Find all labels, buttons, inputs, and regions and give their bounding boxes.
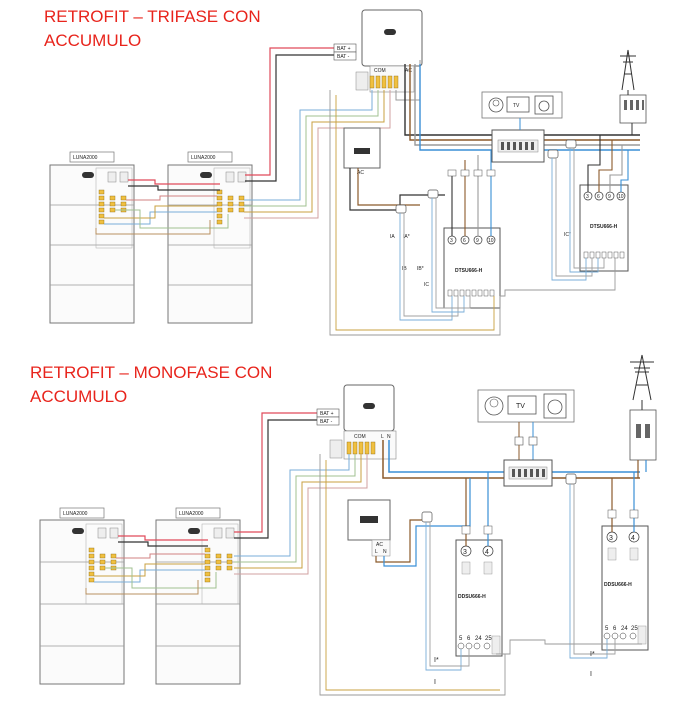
top-ac-label: AC — [405, 68, 412, 74]
bottom-ct-label-2: I — [434, 679, 436, 686]
bottom-ct-label-4: I — [590, 671, 592, 678]
bottom-inverter: COM L N — [329, 384, 397, 460]
bottom-meter-2-b3: 24 — [621, 626, 628, 632]
bottom-meter-1-t3: 3 — [463, 549, 467, 556]
top-meter-2: 3 6 9 10 DTSU666-H — [579, 184, 629, 272]
bottom-battery-2: LUNA2000 — [155, 507, 241, 685]
top-title-line1: RETROFIT – TRIFASE CON — [44, 7, 261, 26]
top-title-line2: ACCUMULO — [44, 31, 142, 50]
bottom-battery-1: LUNA2000 — [39, 507, 125, 685]
bottom-l-label: L — [381, 434, 384, 440]
top-ct-label-3: IB — [402, 266, 407, 272]
bottom-meter-2-b4: 25 — [631, 626, 638, 632]
top-ct-clamps — [395, 139, 577, 214]
top-inverter-ac-label: AC — [357, 170, 364, 176]
bottom-meter-2-b2: 6 — [613, 626, 617, 632]
bottom-meter-1-b2: 6 — [467, 636, 471, 642]
bottom-n-label: N — [387, 434, 391, 440]
bottom-battery-2-label: LUNA2000 — [179, 511, 204, 517]
bottom-loads: TV — [477, 389, 575, 462]
top-meter-1-t2: 6 — [463, 238, 466, 244]
bottom-inverter-l-label: L — [375, 549, 378, 555]
top-ct-label-4: IB* — [417, 266, 424, 272]
top-ct-label-1: IA — [390, 234, 395, 240]
top-meter-2-t1: 3 — [586, 194, 589, 200]
top-ct-label-5: IC — [424, 282, 429, 288]
top-ct-label-6: IC* — [564, 232, 571, 238]
bottom-meter-1-t4: 4 — [485, 549, 489, 556]
bottom-tv-label: TV — [516, 403, 525, 410]
bottom-title-line2: ACCUMULO — [30, 387, 128, 406]
bottom-meter-1-b1: 5 — [459, 636, 463, 642]
bottom-meter-1-name: DDSU666-H — [458, 594, 486, 600]
top-battery-1-label: LUNA2000 — [73, 155, 98, 161]
bottom-inverter-ac-unit: AC L N — [347, 478, 471, 567]
top-bat-plus: BAT + — [337, 46, 351, 52]
bottom-meter-1: 3 4 DDSU666-H 5 6 24 25 — [455, 539, 503, 657]
bottom-distribution-box — [503, 459, 553, 487]
bottom-ct-clamps — [421, 473, 577, 523]
bottom-inverter-n-label: N — [383, 549, 387, 555]
bottom-grid — [629, 354, 657, 478]
top-meter-1: 3 6 9 10 DTSU666-H — [443, 227, 501, 309]
top-meter-1-t4: 10 — [488, 238, 494, 244]
bottom-meter-1-b3: 24 — [475, 636, 482, 642]
bottom-bat-plus: BAT + — [320, 411, 334, 417]
top-battery-2: LUNA2000 — [167, 151, 253, 324]
top-ct-label-2: IA* — [403, 234, 410, 240]
bottom-section: LUNA2000 LUNA2000 — [39, 354, 657, 696]
top-com-label: COM — [374, 68, 386, 74]
bottom-battery-1-label: LUNA2000 — [63, 511, 88, 517]
top-inverter: COM AC — [355, 9, 423, 93]
bottom-meter-2: 3 4 DDSU666-H 5 6 24 25 — [601, 525, 649, 651]
top-distribution-box — [491, 129, 545, 163]
top-meter-1-name: DTSU666-H — [455, 268, 483, 274]
top-meter-2-t3: 9 — [608, 194, 611, 200]
top-bat-minus: BAT - — [337, 54, 350, 60]
top-meter-2-t2: 6 — [597, 194, 600, 200]
top-tv-label: TV — [513, 103, 520, 109]
bottom-meter-2-t4: 4 — [631, 535, 635, 542]
top-battery-2-label: LUNA2000 — [191, 155, 216, 161]
top-meter-2-name: DTSU666-H — [590, 224, 618, 230]
bottom-inverter-ac-label: AC — [376, 542, 383, 548]
bottom-title-line1: RETROFIT – MONOFASE CON — [30, 363, 273, 382]
top-loads: TV — [481, 91, 563, 130]
top-meter-2-t4: 10 — [618, 194, 624, 200]
bottom-bat-minus: BAT - — [320, 419, 333, 425]
bottom-meter-1-b4: 25 — [485, 636, 492, 642]
top-meter-1-t3: 9 — [476, 238, 479, 244]
top-battery-1: LUNA2000 — [49, 151, 135, 324]
bottom-ct-label-3: I* — [590, 651, 595, 658]
bottom-meter-2-name: DDSU666-H — [604, 582, 632, 588]
bottom-meter-2-t3: 3 — [609, 535, 613, 542]
top-grid — [619, 49, 647, 135]
top-meter-1-t1: 3 — [450, 238, 453, 244]
top-section: LUNA2000 LUNA2000 — [49, 9, 647, 336]
bottom-meter-2-b1: 5 — [605, 626, 609, 632]
bottom-ct-label-1: I* — [434, 657, 439, 664]
bottom-com-label: COM — [354, 434, 366, 440]
